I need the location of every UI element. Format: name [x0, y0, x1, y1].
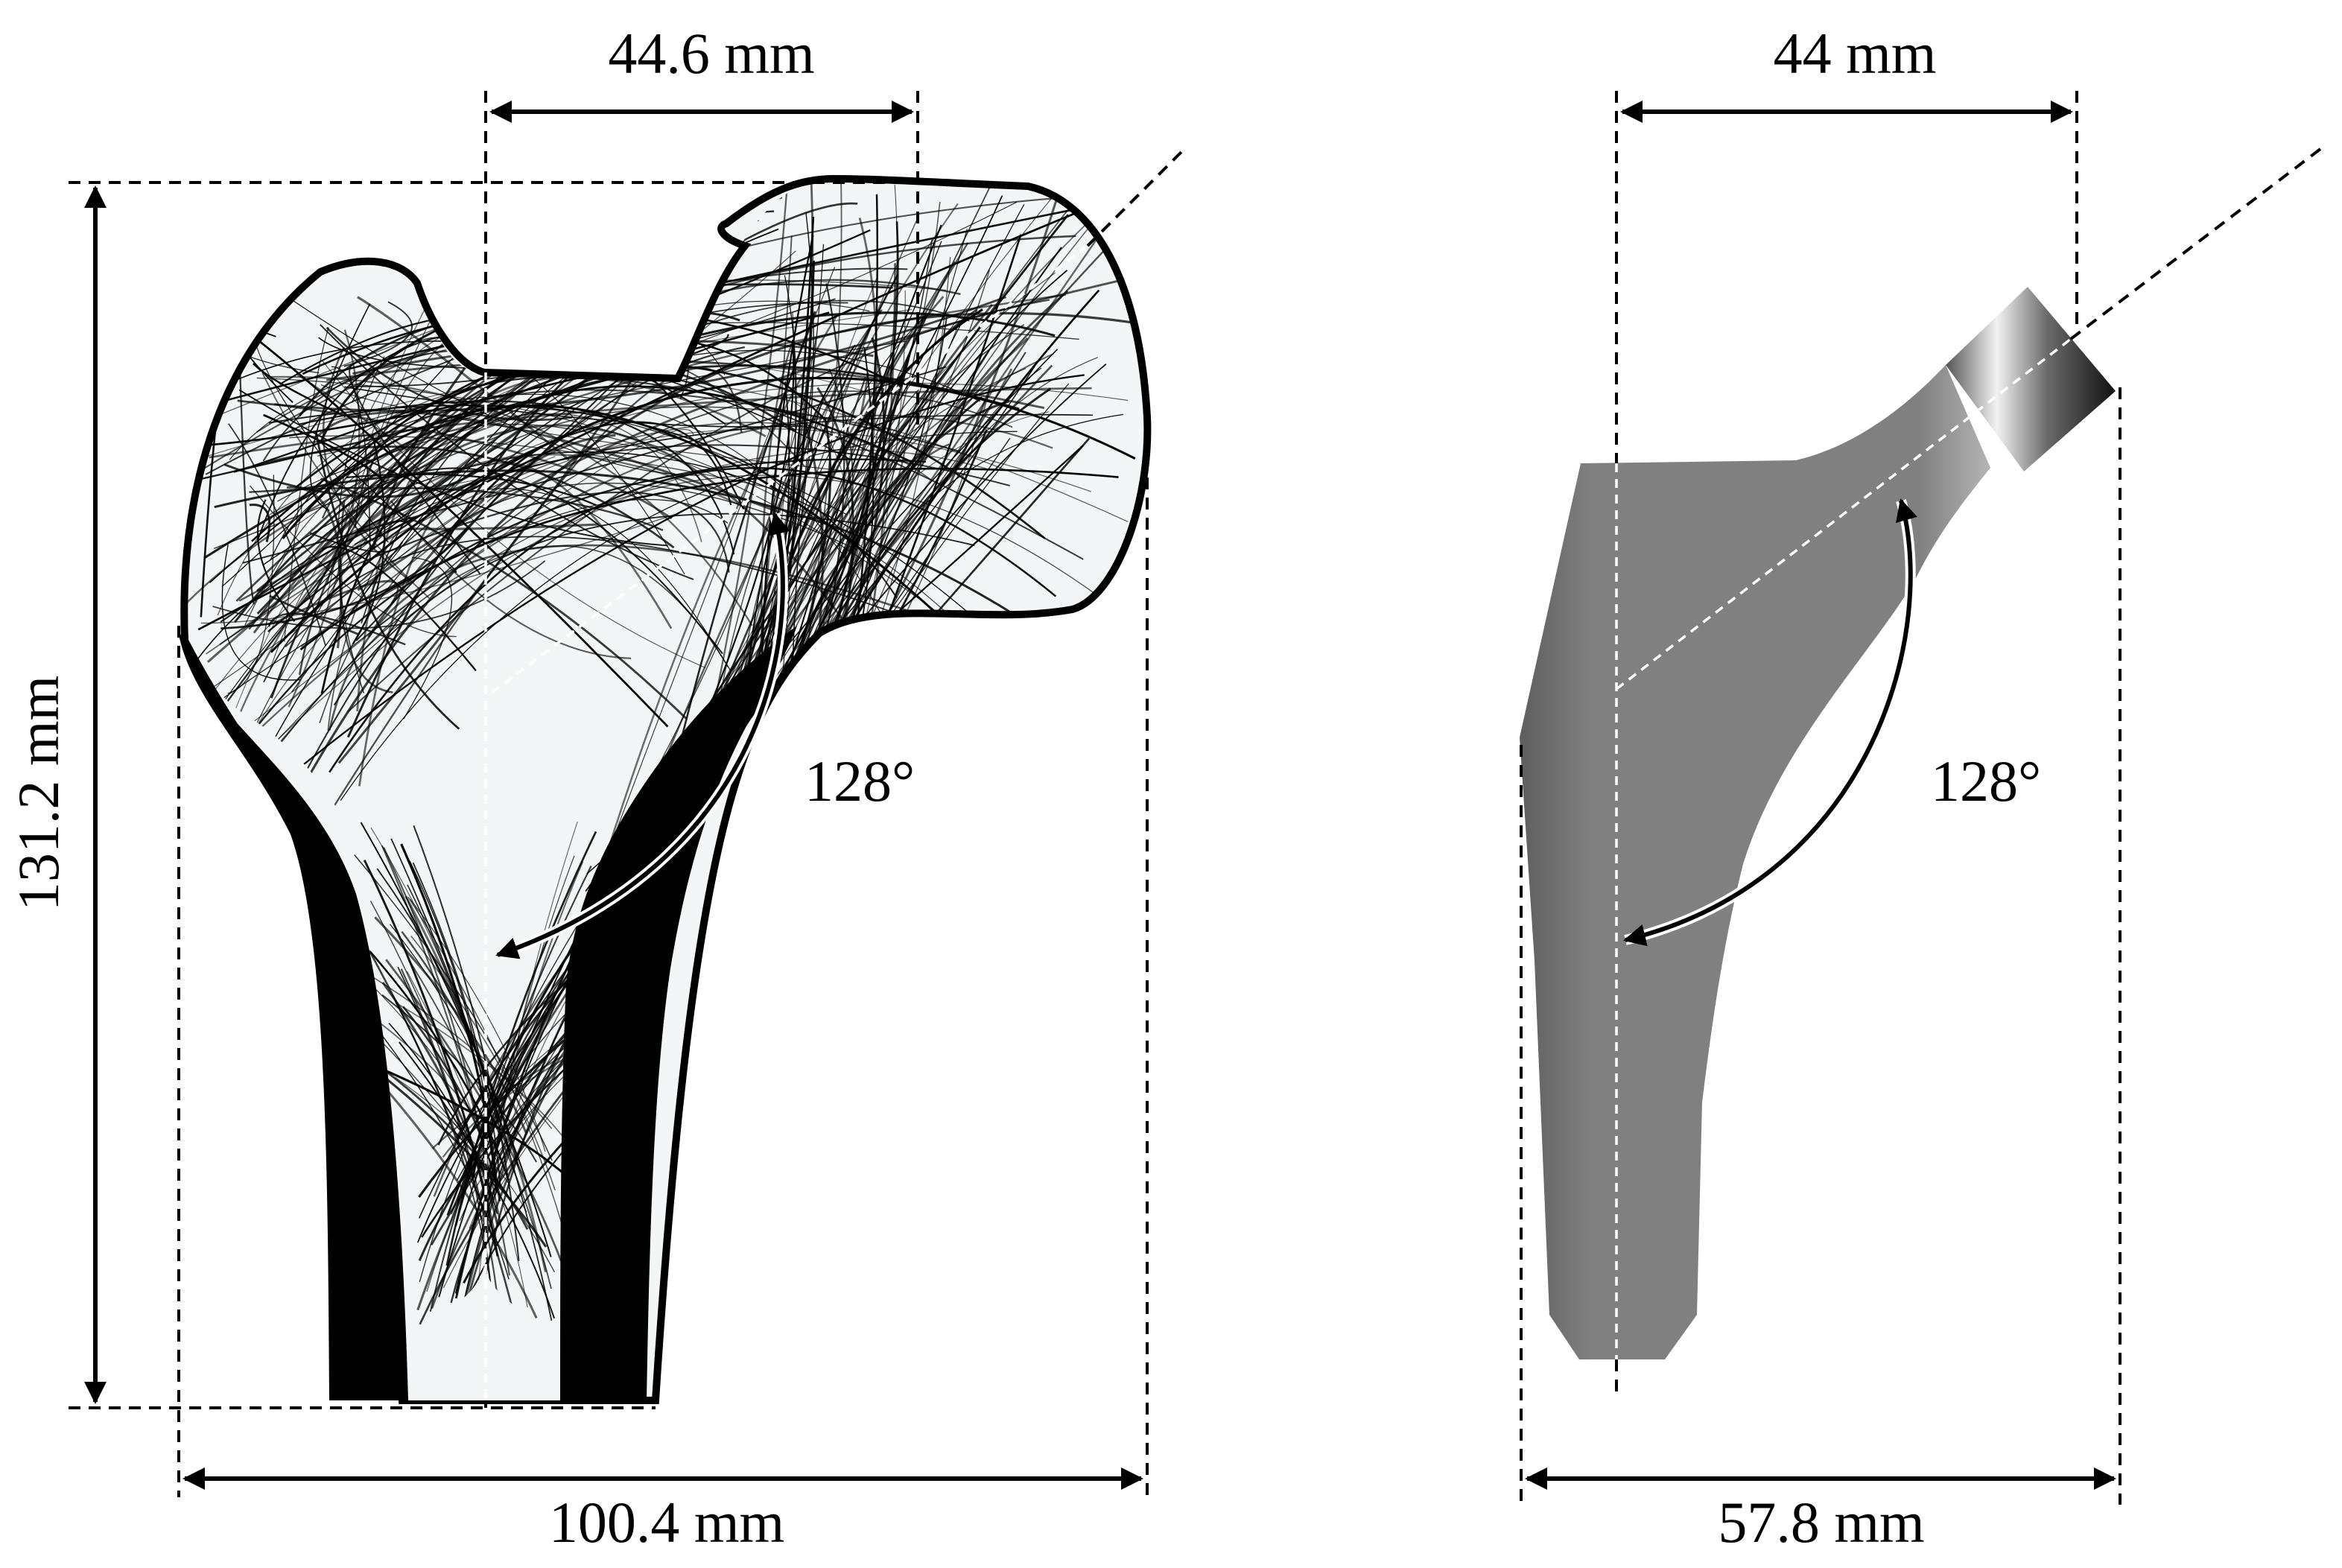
- implant-offset-label: 44 mm: [1774, 21, 1937, 86]
- implant-guides: [1520, 91, 2322, 1505]
- femur-lateral-cortex: [177, 626, 408, 1400]
- femur-angle-label: 128°: [805, 749, 915, 813]
- femur-angle-arc: [495, 512, 790, 959]
- implant-dimensions: [1525, 101, 2116, 1490]
- femur-height-label: 131.2 mm: [6, 676, 71, 911]
- implant-width-label: 57.8 mm: [1718, 1490, 1924, 1555]
- implant-drawing: [1520, 287, 2116, 1359]
- femur-medial-cortex: [560, 626, 797, 1400]
- implant-angle-label: 128°: [1931, 749, 2041, 813]
- femur-dimensions: [84, 101, 1143, 1490]
- implant-angle-arc: [1623, 498, 1917, 947]
- femur-drawing: [177, 174, 1152, 1404]
- implant-stem-body: [1520, 365, 1990, 1359]
- implant-neck-trunnion: [1946, 287, 2116, 472]
- femur-width-label: 100.4 mm: [549, 1490, 784, 1555]
- femur-offset-label: 44.6 mm: [608, 21, 814, 86]
- femur-guides: [69, 91, 1186, 1497]
